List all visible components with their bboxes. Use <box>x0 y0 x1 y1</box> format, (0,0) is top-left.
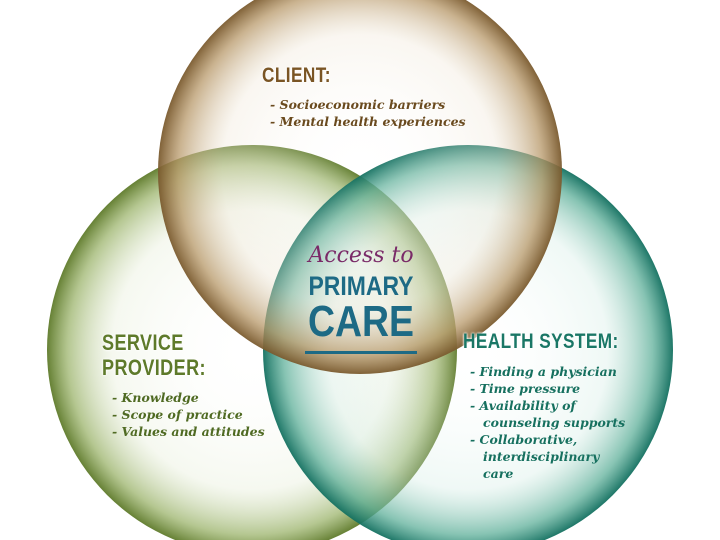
list-item: counseling supports <box>470 415 626 430</box>
list-item: - Time pressure <box>470 381 581 396</box>
list-item: - Finding a physician <box>470 364 617 379</box>
list-item: - Availability of <box>470 398 576 413</box>
list-item: - Mental health experiences <box>270 114 466 129</box>
client-heading: CLIENT: <box>262 64 331 87</box>
list-item: care <box>470 466 514 481</box>
center-title-line2: CARE <box>308 297 414 346</box>
list-item: - Knowledge <box>112 390 199 405</box>
service-provider-list: - Knowledge - Scope of practice - Values… <box>112 389 265 440</box>
center-underline <box>305 351 417 354</box>
client-circle <box>158 0 562 374</box>
center-title-line1: PRIMARY <box>308 271 414 301</box>
health-system-list: - Finding a physician - Time pressure - … <box>470 363 625 482</box>
list-item: - Scope of practice <box>112 407 243 422</box>
service-provider-heading-line2: PROVIDER: <box>102 355 206 380</box>
client-list: - Socioeconomic barriers - Mental health… <box>270 96 466 130</box>
list-item: - Collaborative, <box>470 432 578 447</box>
list-item: interdisciplinary <box>470 449 600 464</box>
service-provider-heading: SERVICE PROVIDER: <box>102 330 206 380</box>
center-subtitle: Access to <box>308 243 414 268</box>
center-title: PRIMARY CARE <box>307 272 414 344</box>
list-item: - Values and attitudes <box>112 424 265 439</box>
service-provider-heading-line1: SERVICE <box>102 330 184 355</box>
health-system-heading: HEALTH SYSTEM: <box>463 330 619 353</box>
list-item: - Socioeconomic barriers <box>270 97 446 112</box>
